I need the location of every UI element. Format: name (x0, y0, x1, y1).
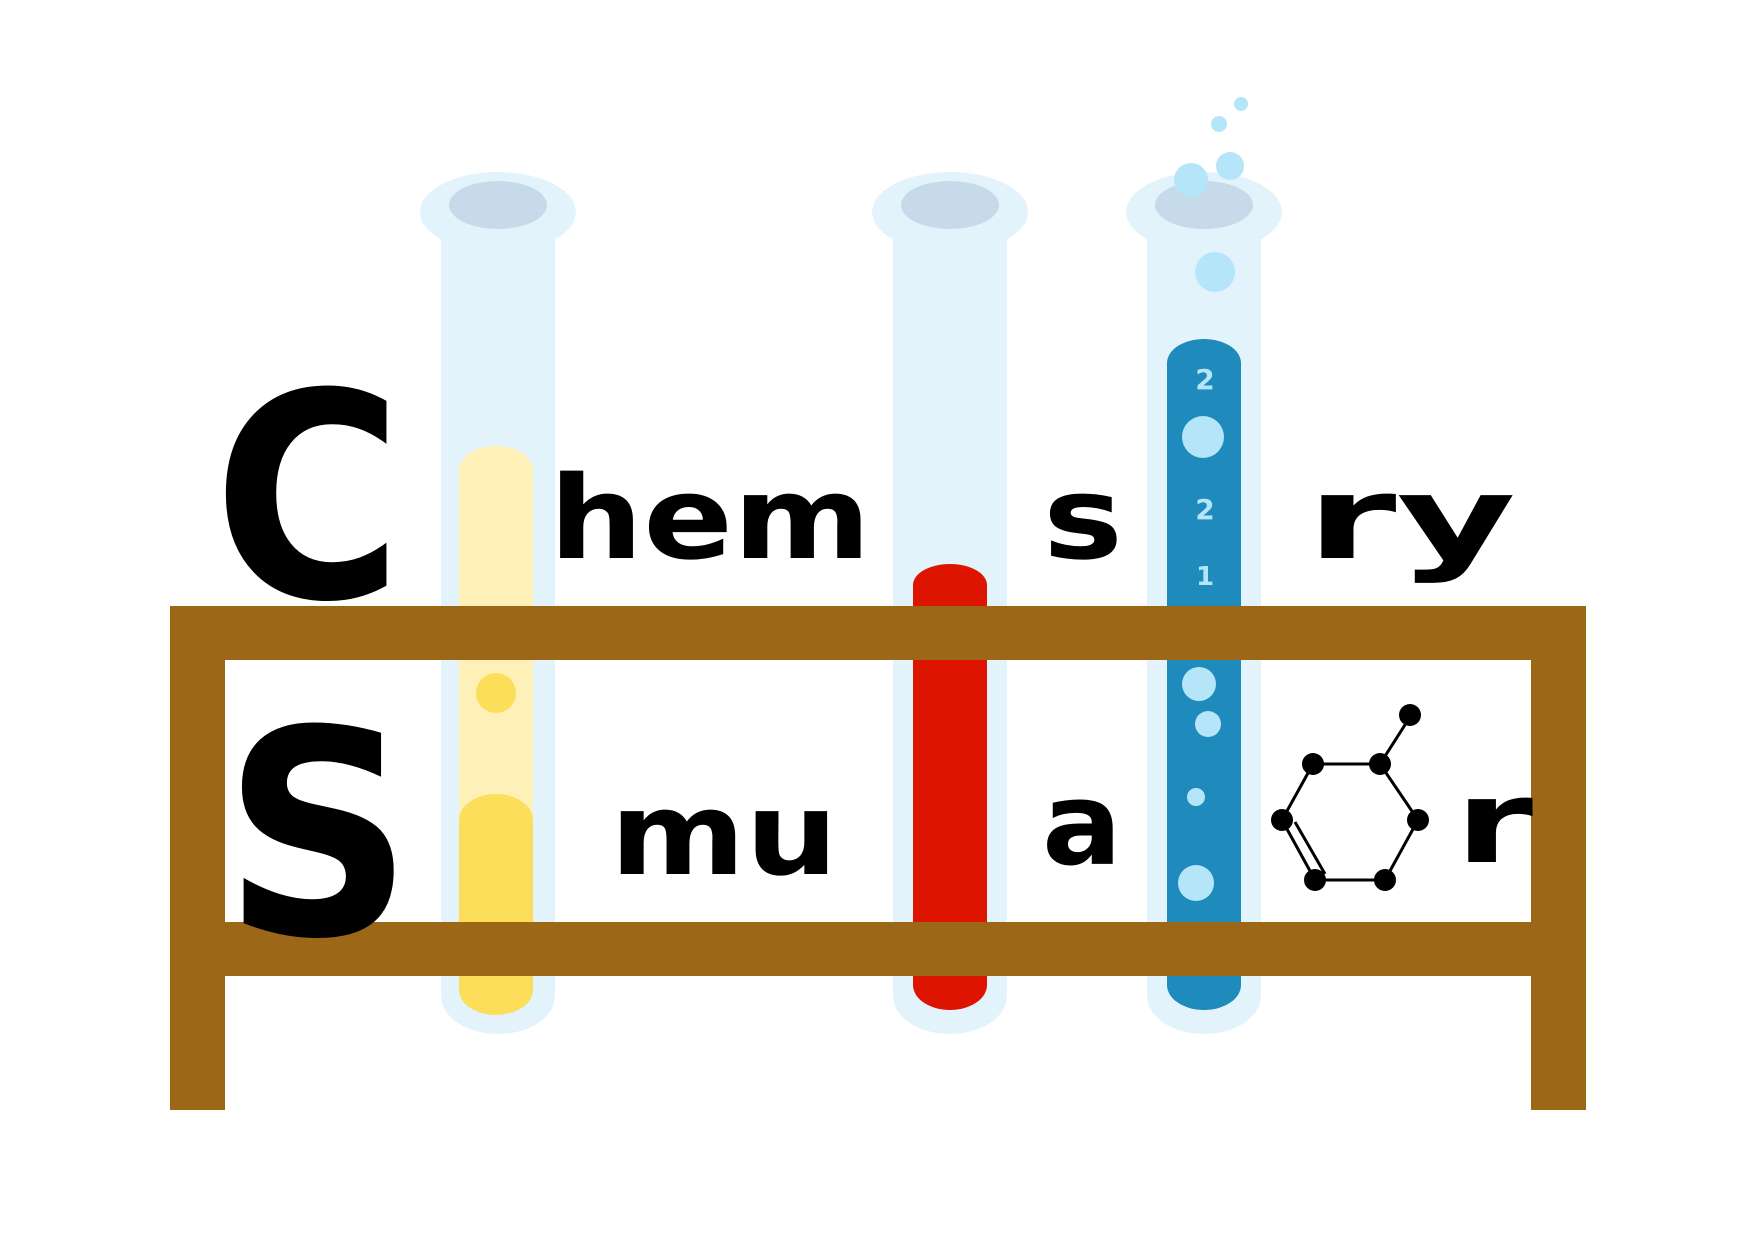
molecule-icon (1271, 704, 1429, 891)
bubble-icon (1182, 416, 1224, 458)
test-tube-yellow-icon (420, 172, 576, 1034)
bubble-icon (1178, 865, 1214, 901)
title-segment-mu: mu (610, 768, 838, 902)
bubble-icon (1234, 97, 1248, 111)
tube-number-3: 1 (1196, 562, 1214, 592)
title-segment-ry: ry (1306, 452, 1516, 586)
bubble-icon (1195, 252, 1235, 292)
bubble-icon (476, 673, 516, 713)
bubble-icon (1211, 116, 1227, 132)
bubble-icon (1216, 152, 1244, 180)
title-initial-c: C (213, 333, 403, 665)
bubble-icon (1182, 667, 1216, 701)
title-line-1: C hem s ry (213, 333, 1516, 665)
title-segment-hem: hem (549, 452, 871, 586)
bubble-icon (1195, 711, 1221, 737)
test-tube-blue-icon: 2 2 1 (1126, 97, 1282, 1034)
title-line-2: S mu a r (223, 670, 1533, 1002)
title-segment-a: a (1042, 758, 1122, 892)
title-segment-s: s (1043, 452, 1123, 586)
tube-number-1: 2 (1195, 363, 1214, 396)
test-tube-red-icon (872, 172, 1028, 1034)
test-tube-rack-icon (170, 606, 1586, 1110)
tube-number-2: 2 (1195, 493, 1214, 526)
title-initial-s: S (223, 670, 413, 1002)
bubble-icon (1187, 788, 1205, 806)
title-segment-r: r (1455, 756, 1533, 890)
bubble-icon (1174, 163, 1208, 197)
